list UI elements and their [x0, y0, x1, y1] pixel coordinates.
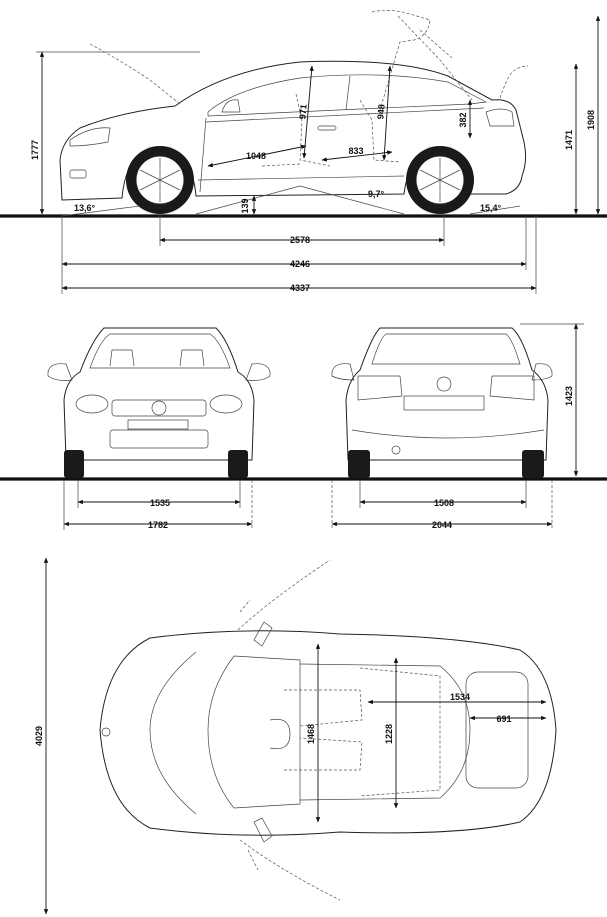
rear-taillight-left [357, 375, 403, 401]
side-belt-line [205, 107, 485, 123]
top-body-outline [99, 630, 557, 836]
rear-plate [403, 395, 485, 411]
dim-overall-height: 1777 [30, 140, 40, 160]
rear-tire-left [348, 450, 370, 478]
rear-taillight-right [489, 375, 535, 401]
front-mirror-right [245, 363, 271, 381]
approach-angle-line [61, 205, 141, 217]
top-view: 4029 1468 1228 1534 691 [34, 557, 557, 915]
top-mirror-right [253, 817, 273, 843]
dim-top-length: 4029 [34, 726, 44, 746]
front-seats [109, 349, 205, 367]
dim-length-overall: 4337 [290, 283, 310, 293]
dim-rear-height: 1423 [564, 386, 574, 406]
top-cabin [299, 663, 471, 801]
front-tire-left [64, 450, 84, 478]
top-open-doors-dashed [237, 559, 341, 901]
dim-front-track: 1535 [150, 498, 170, 508]
dim-roof-belt-rear: 948 [375, 104, 386, 120]
front-headlight-right [209, 394, 243, 414]
front-tire-right [228, 450, 248, 478]
dim-rear-height-roof: 1471 [564, 130, 574, 150]
label-approach-angle: 13,6° [74, 203, 96, 213]
front-grille [111, 399, 207, 417]
front-body-outline [63, 327, 255, 461]
side-door-handle [317, 125, 337, 131]
rear-exhaust [391, 445, 401, 455]
front-badge [151, 400, 167, 416]
rear-view: 1423 1508 2044 [331, 323, 584, 530]
side-open-roof-dashed [371, 10, 473, 111]
top-boot-panel [465, 671, 529, 789]
dim-wheelbase: 2578 [290, 235, 310, 245]
dim-rear-overhang-height: 382 [458, 112, 468, 127]
side-foglight [69, 169, 87, 179]
label-departure-angle: 15,4° [480, 203, 502, 213]
dim-rear-track: 1508 [434, 498, 454, 508]
side-headlight [69, 127, 111, 147]
dim-width-rear-seats: 1228 [384, 724, 394, 744]
ramp-angle-line [195, 185, 405, 215]
dim-boot-length: 1534 [450, 692, 470, 702]
front-lower-grille [109, 429, 209, 449]
top-seats-dashed [284, 667, 441, 797]
top-steering-wheel [269, 718, 291, 750]
dim-front-seat-length: 1048 [246, 151, 266, 161]
rear-bumper [351, 429, 545, 439]
rear-window [371, 333, 521, 365]
front-plate [127, 419, 189, 430]
front-headlight-left [75, 394, 109, 414]
side-mirror [221, 99, 241, 113]
dim-rear-seat-length: 833 [348, 146, 363, 156]
rear-badge [436, 376, 452, 392]
dim-ground-clearance: 139 [240, 198, 250, 213]
rear-mirror-left [331, 363, 355, 381]
side-window-line [207, 74, 488, 117]
rear-body-outline [345, 327, 549, 461]
front-view: 1535 1782 [0, 327, 607, 530]
dim-roof-belt-front: 971 [297, 104, 308, 120]
rear-mirror-right [531, 363, 553, 381]
departure-angle-line [469, 205, 521, 215]
front-mirror-left [47, 363, 73, 381]
top-windscreen [207, 655, 301, 809]
top-mirror-left [253, 621, 273, 647]
side-taillight [485, 108, 515, 127]
side-body-outline [59, 60, 527, 201]
dim-boot-depth: 691 [496, 714, 511, 724]
label-ramp-angle: 9,7° [368, 189, 385, 199]
rear-tire-right [522, 450, 544, 478]
dim-width-front-seats: 1468 [306, 724, 316, 744]
top-badge [101, 727, 111, 737]
side-open-door-dashed [89, 43, 529, 105]
dim-rear-width-mirrors: 2044 [432, 520, 452, 530]
side-sill-line [197, 175, 405, 181]
top-bonnet-line [149, 651, 197, 815]
side-door-line [199, 117, 207, 193]
dim-length-body: 4246 [290, 259, 310, 269]
dim-height-roof-open: 1908 [586, 110, 596, 130]
dim-front-width: 1782 [148, 520, 168, 530]
side-view: 1777 1471 1908 971 948 382 1048 833 139 … [0, 10, 607, 294]
front-windscreen [89, 333, 231, 369]
side-b-pillar [345, 75, 351, 111]
